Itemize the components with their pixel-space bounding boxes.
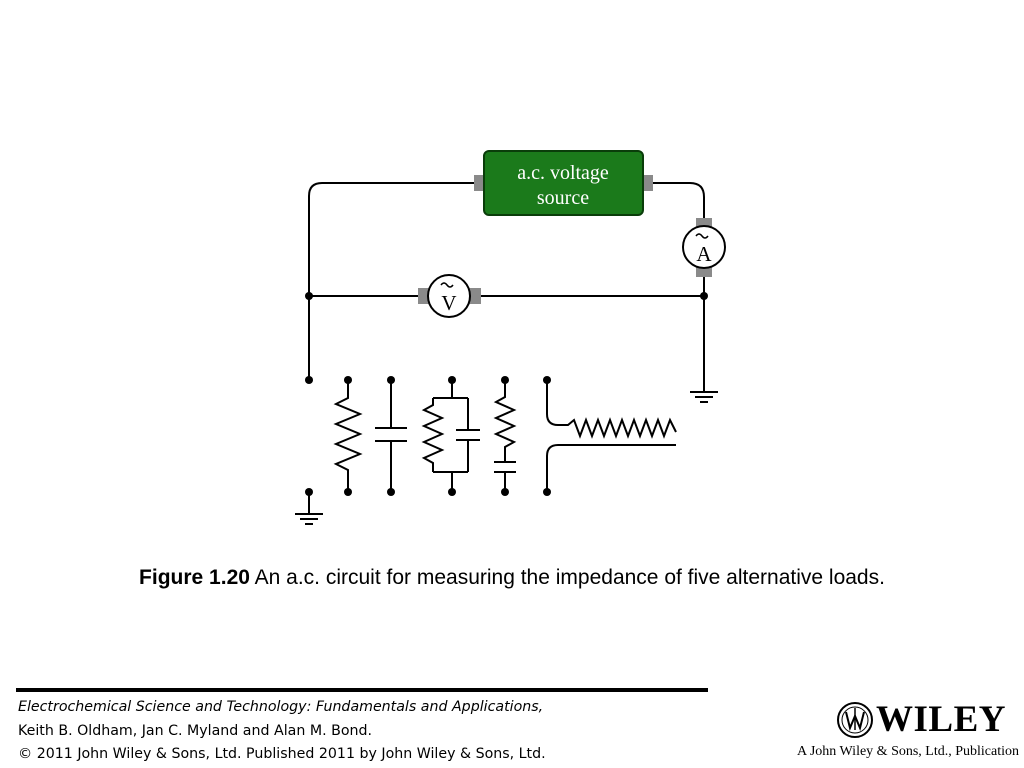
load4-terminal-bottom [501, 488, 509, 496]
voltmeter-tilde-icon [440, 282, 454, 288]
parallel-resistor [421, 398, 445, 472]
load3-terminal-top [448, 376, 456, 384]
voltmeter-circle [427, 274, 471, 318]
terminal-top-left [305, 376, 313, 384]
book-title: Electrochemical Science and Technology: … [18, 699, 544, 715]
copyright-line: © 2011 John Wiley & Sons, Ltd. Published… [18, 746, 546, 762]
figure-label: Figure 1.20 [139, 566, 250, 589]
ammeter-connector-bottom [696, 266, 712, 277]
left-wire [308, 182, 477, 380]
load4-terminal-top [501, 376, 509, 384]
load1-terminal-top [344, 376, 352, 384]
terminal-bottom-left [305, 488, 313, 496]
book-citation: Electrochemical Science and Technology: … [18, 696, 546, 767]
capacitor-symbol [375, 380, 407, 492]
circuit-diagram: a.c. voltage source A V [295, 150, 726, 525]
series-rc-symbol [493, 380, 517, 492]
load-resistor [333, 376, 363, 496]
ac-voltage-source: a.c. voltage source [474, 150, 653, 216]
load2-terminal-top [387, 376, 395, 384]
source-connector-right [642, 175, 653, 191]
book-authors: Keith B. Oldham, Jan C. Myland and Alan … [18, 722, 373, 739]
interface-bottom-element [546, 444, 676, 492]
figure-caption-text: An a.c. circuit for measuring the impeda… [254, 566, 885, 589]
voltmeter-connector-left [418, 288, 430, 304]
parallel-bus [433, 380, 468, 492]
publisher-tagline: A John Wiley & Sons, Ltd., Publication [797, 744, 1020, 759]
load1-terminal-bottom [344, 488, 352, 496]
resistor-symbol [333, 380, 363, 492]
source-box [483, 150, 644, 216]
junction-left [305, 292, 313, 300]
figure-caption: Figure 1.20 An a.c. circuit for measurin… [0, 566, 1024, 590]
ground-right [690, 390, 718, 403]
interface-top-element [546, 380, 677, 439]
load2-terminal-bottom [387, 488, 395, 496]
source-label-line1: a.c. voltage [517, 162, 609, 184]
wiley-logo-text: WILEY [876, 699, 1006, 740]
ground-left [295, 492, 323, 525]
wiley-seal-icon [837, 702, 873, 738]
load5-terminal-top [543, 376, 551, 384]
load5-terminal-bottom [543, 488, 551, 496]
load3-terminal-bottom [448, 488, 456, 496]
voltmeter: V [418, 274, 481, 318]
top-right-wire [652, 182, 705, 219]
load-rc-series [493, 376, 517, 496]
parallel-capacitor [456, 398, 480, 472]
footer-divider [16, 688, 708, 692]
source-connector-left [474, 175, 485, 191]
junction-right [700, 292, 708, 300]
ammeter-connector-top [696, 218, 712, 229]
ammeter-circle [682, 225, 726, 269]
load-electrode-interface [543, 376, 677, 496]
voltmeter-connector-right [469, 288, 481, 304]
load-rc-parallel [421, 376, 480, 496]
ammeter: A [682, 218, 726, 277]
voltmeter-symbol: V [441, 291, 456, 315]
ammeter-symbol: A [696, 242, 712, 266]
ammeter-tilde-icon [695, 233, 709, 239]
source-label-line2: source [537, 187, 589, 209]
load-capacitor [375, 376, 407, 496]
